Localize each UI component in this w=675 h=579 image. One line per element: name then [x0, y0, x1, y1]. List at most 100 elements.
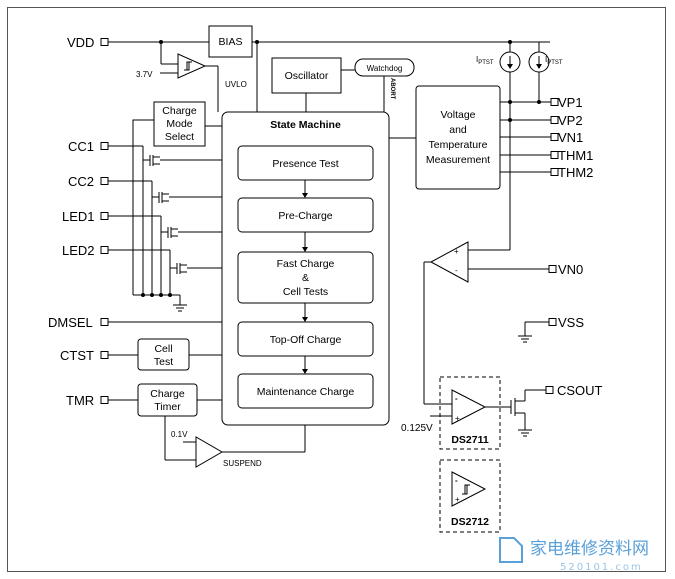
voltage-temp-line-2: and — [449, 124, 467, 136]
watchdog-label: Watchdog — [367, 64, 403, 73]
state-top-off-charge-label: Top-Off Charge — [270, 334, 342, 346]
pin-cc2 — [100, 177, 109, 185]
ds2712-group — [439, 459, 501, 533]
pin-label-vn0: VN0 — [558, 262, 583, 277]
hysteresis-icon — [462, 484, 470, 495]
pin-ctst — [100, 351, 109, 359]
abort-label: ABORT — [389, 78, 395, 100]
watermark-text: 家电维修资料网 — [530, 539, 649, 559]
pin-thm2 — [550, 168, 559, 176]
vss-ground — [518, 321, 549, 343]
left-pin-wiring — [108, 145, 187, 312]
iptst-label-2: IPTST — [545, 55, 563, 66]
charge-mode-line-3: Select — [165, 131, 194, 143]
pin-label-vp1: VP1 — [558, 95, 583, 110]
pin-vdd — [100, 38, 109, 46]
suspend-ref-label: 0.1V — [171, 430, 188, 439]
pin-vp1 — [550, 98, 559, 106]
pin-label-thm2: THM2 — [558, 165, 593, 180]
diagram-frame — [7, 7, 666, 572]
state-fast-charge-line-3: Cell Tests — [283, 286, 328, 298]
current-sense-amplifier — [423, 120, 549, 405]
charge-mode-line-2: Mode — [166, 118, 192, 130]
pin-led2 — [100, 246, 109, 254]
ds2712-minus: - — [455, 476, 458, 485]
right-pin-wiring — [500, 100, 551, 173]
iptst-label-1: IPTST — [476, 55, 494, 66]
csout-ref-label: 0.125V — [401, 423, 433, 434]
charge-timer-line-2: Timer — [154, 401, 181, 413]
pin-label-thm1: THM1 — [558, 148, 593, 163]
pin-led1 — [100, 212, 109, 220]
pin-vn0 — [548, 265, 557, 273]
state-maintenance-charge-label: Maintenance Charge — [257, 386, 355, 398]
state-fast-charge-line-2: & — [302, 272, 309, 284]
pin-thm1 — [550, 151, 559, 159]
suspend-label: SUSPEND — [223, 459, 262, 468]
amp-minus-label: - — [455, 266, 458, 275]
voltage-temp-line-4: Measurement — [426, 154, 490, 166]
amp-plus-label: + — [454, 247, 459, 256]
ds2712-label: DS2712 — [451, 516, 489, 528]
iptst-current-sources — [499, 41, 550, 120]
pin-label-csout: CSOUT — [557, 383, 603, 398]
pin-label-ctst: CTST — [60, 348, 94, 363]
csout-transistor — [485, 389, 546, 437]
pin-dmsel — [100, 318, 109, 326]
pin-label-vdd: VDD — [67, 35, 94, 50]
charge-mode-select-block — [153, 101, 206, 147]
ds2711-group — [439, 376, 501, 450]
arrow-down-icon — [302, 317, 308, 322]
led-drive-transistors — [143, 155, 222, 274]
state-machine-title: State Machine — [270, 119, 341, 131]
uvlo-comparator — [160, 53, 219, 112]
pin-label-vss: VSS — [558, 315, 584, 330]
arrow-down-icon — [302, 369, 308, 374]
pin-label-tmr: TMR — [66, 393, 94, 408]
bias-label: BIAS — [219, 36, 243, 48]
bias-block — [208, 25, 253, 58]
ds2712-plus: + — [455, 495, 460, 504]
uvlo-ref-label: 3.7V — [136, 70, 153, 79]
cell-test-line-1: Cell — [154, 343, 172, 355]
uvlo-label: UVLO — [225, 80, 247, 89]
ds2711-plus: + — [455, 414, 460, 423]
charge-timer-line-1: Charge — [150, 388, 185, 400]
pin-label-dmsel: DMSEL — [48, 315, 93, 330]
watermark-logo-icon — [499, 537, 523, 563]
watermark: 家电维修资料网 520101.com — [499, 537, 649, 573]
pin-label-vn1: VN1 — [558, 130, 583, 145]
watermark-url: 520101.com — [560, 562, 643, 573]
state-pre-charge-label: Pre-Charge — [278, 210, 332, 222]
ds2712-comparator — [451, 471, 487, 507]
ds2711-comparator — [451, 389, 487, 425]
oscillator-label: Oscillator — [285, 70, 329, 82]
ds2711-label: DS2711 — [451, 434, 489, 446]
state-flow: Presence Test Pre-Charge Fast Charge & C… — [237, 145, 374, 409]
pin-label-cc1: CC1 — [68, 139, 94, 154]
voltage-temp-line-3: Temperature — [429, 139, 488, 151]
pin-vp2 — [550, 116, 559, 124]
pin-label-vp2: VP2 — [558, 113, 583, 128]
pin-label-cc2: CC2 — [68, 174, 94, 189]
vdd-line — [108, 40, 550, 112]
voltage-temperature-block — [415, 85, 501, 190]
pin-tmr — [100, 396, 109, 404]
pin-label-led1: LED1 — [62, 209, 95, 224]
pin-cc1 — [100, 142, 109, 150]
state-presence-test-label: Presence Test — [272, 158, 338, 170]
state-fast-charge-line-1: Fast Charge — [277, 258, 335, 270]
pin-vss — [548, 318, 557, 326]
pin-vn1 — [550, 133, 559, 141]
state-maintenance-charge — [237, 373, 374, 409]
suspend-comparator — [164, 416, 306, 468]
oscillator-block — [271, 57, 342, 94]
voltage-temp-line-1: Voltage — [440, 109, 475, 121]
pin-csout — [545, 386, 554, 394]
arrow-down-icon — [302, 193, 308, 198]
arrow-down-icon — [302, 247, 308, 252]
cell-test-line-2: Test — [154, 356, 173, 368]
pin-label-led2: LED2 — [62, 243, 95, 258]
charge-mode-line-1: Charge — [162, 105, 197, 117]
